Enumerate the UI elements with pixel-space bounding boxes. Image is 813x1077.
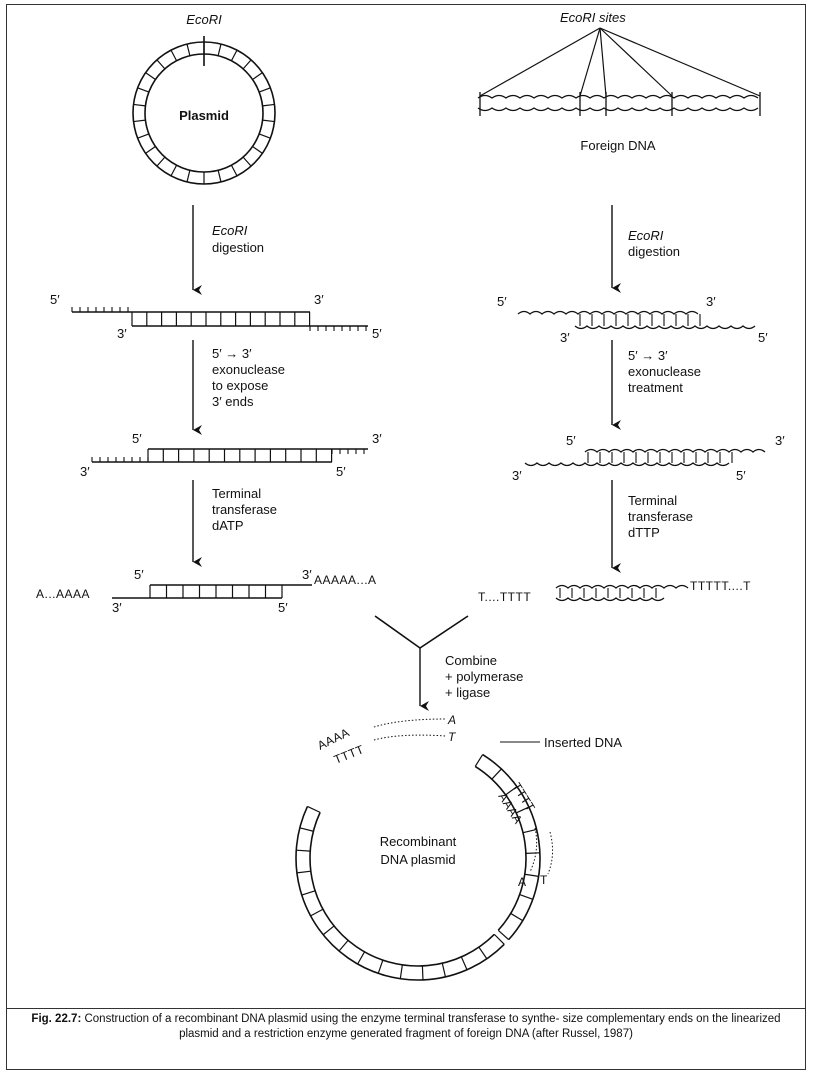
left-dna2-5prime-bottom: 5′ xyxy=(336,464,346,479)
right-dna1-5prime-bottom: 5′ xyxy=(758,330,768,345)
right-linear-dna-digested xyxy=(517,310,756,330)
right-dna1-3prime-top: 3′ xyxy=(706,294,716,309)
caption-divider xyxy=(6,1008,806,1009)
left-poly-a-tail-right: AAAAA...A xyxy=(314,573,377,587)
left-step3-line1: Terminal xyxy=(212,486,261,501)
inserted-dna-label: Inserted DNA xyxy=(544,735,622,750)
left-step1-action: digestion xyxy=(212,240,264,255)
right-step3-line1: Terminal xyxy=(628,493,677,508)
right-dna1-3prime-bottom: 3′ xyxy=(560,330,570,345)
left-dna1-3prime-bottom: 3′ xyxy=(117,326,127,341)
right-dna2-5prime-top: 5′ xyxy=(566,433,576,448)
left-dna3-3prime-bottom: 3′ xyxy=(112,600,122,615)
right-step2-line2: exonuclease xyxy=(628,364,701,379)
left-dna1-5prime-top: 5′ xyxy=(50,292,60,307)
left-dna1-5prime-bottom: 5′ xyxy=(372,326,382,341)
plasmid-label: Plasmid xyxy=(179,108,229,123)
right-step1-action: digestion xyxy=(628,244,680,259)
recombinant-label-line2: DNA plasmid xyxy=(380,852,455,867)
right-dna2-5prime-bottom: 5′ xyxy=(736,468,746,483)
rec-a-top: A xyxy=(447,713,457,727)
rec-a-right: A xyxy=(518,875,527,889)
right-dna2-3prime-top: 3′ xyxy=(775,433,785,448)
right-step1-enzyme: EcoRI xyxy=(628,228,664,243)
recombinant-plasmid-ring xyxy=(295,753,541,981)
left-dna1-3prime-top: 3′ xyxy=(314,292,324,307)
rec-t-top: T xyxy=(448,730,457,744)
left-dna3-3prime-top: 3′ xyxy=(302,567,312,582)
ecori-site-label: EcoRI xyxy=(186,12,222,27)
right-linear-dna-exonuclease xyxy=(524,448,766,467)
left-dna2-3prime-top: 3′ xyxy=(372,431,382,446)
right-poly-t-tail-left: T....TTTT xyxy=(478,590,531,604)
recombinant-label-line1: Recombinant xyxy=(380,834,457,849)
left-dna3-5prime-bottom: 5′ xyxy=(278,600,288,615)
right-dna2-3prime-bottom: 3′ xyxy=(512,468,522,483)
left-linear-dna-digested xyxy=(71,307,368,331)
right-step3-line2: transferase xyxy=(628,509,693,524)
right-step2-line3: treatment xyxy=(628,380,683,395)
rec-t-right: T xyxy=(540,873,548,887)
left-step2-line4: 3′ ends xyxy=(212,394,254,409)
right-step3-line3: dTTP xyxy=(628,525,660,540)
left-linear-dna-exonuclease xyxy=(91,448,368,463)
left-step2-line1: 5′ → 3′ xyxy=(212,346,252,361)
left-dna2-3prime-bottom: 3′ xyxy=(80,464,90,479)
rec-tttt-top: TTTT xyxy=(332,742,366,767)
right-linear-dna-tailed xyxy=(555,584,689,602)
right-poly-t-tail-right: TTTTT....T xyxy=(690,579,751,593)
left-step2-line3: to expose xyxy=(212,378,268,393)
left-step1-enzyme: EcoRI xyxy=(212,223,248,238)
left-linear-dna-tailed xyxy=(112,584,312,599)
left-poly-a-tail-left: A...AAAA xyxy=(36,587,90,601)
right-dna1-5prime-top: 5′ xyxy=(497,294,507,309)
left-dna3-5prime-top: 5′ xyxy=(134,567,144,582)
figure-number: Fig. 22.7: xyxy=(31,1013,82,1025)
dotted-join-lines xyxy=(373,718,554,875)
left-dna2-5prime-top: 5′ xyxy=(132,431,142,446)
left-step3-line2: transferase xyxy=(212,502,277,517)
left-step2-line2: exonuclease xyxy=(212,362,285,377)
foreign-dna-molecule xyxy=(477,92,761,116)
left-step3-line3: dATP xyxy=(212,518,244,533)
combine-junction xyxy=(374,615,469,649)
combine-line1: Combine xyxy=(445,653,497,668)
figure-caption: Fig. 22.7: Construction of a recombinant… xyxy=(18,1012,794,1042)
ecori-site-pointers xyxy=(479,27,761,97)
combine-line2: + polymerase xyxy=(445,669,523,684)
figure-caption-text: Construction of a recombinant DNA plasmi… xyxy=(84,1013,781,1040)
combine-line3: + ligase xyxy=(445,685,490,700)
foreign-dna-label: Foreign DNA xyxy=(580,138,655,153)
figure-frame xyxy=(6,4,806,1070)
ecori-sites-label: EcoRI sites xyxy=(560,10,626,25)
recombinant-dna-diagram: EcoRI Plasmid EcoRI digestion 5′ → 3′ ex… xyxy=(36,10,785,981)
right-step2-line1: 5′ → 3′ xyxy=(628,348,668,363)
